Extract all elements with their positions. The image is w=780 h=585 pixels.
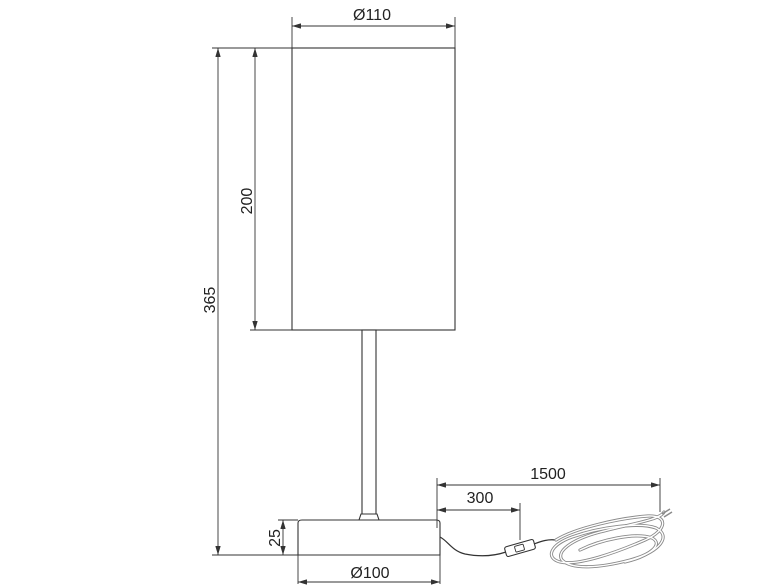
lampshade xyxy=(291,47,456,331)
lamp-stem xyxy=(361,329,377,516)
stem-collar xyxy=(358,513,380,521)
coil-inner-3 xyxy=(579,535,658,563)
dimension-total-height: 365 xyxy=(202,48,298,556)
cable-coil xyxy=(549,508,673,569)
switch-distance-label: 300 xyxy=(467,490,494,507)
inline-switch xyxy=(504,538,536,558)
cable-from-switch xyxy=(533,539,557,545)
shade-diameter-label: Ø110 xyxy=(353,7,391,24)
coil-inner-1 xyxy=(550,515,664,564)
cable-length-label: 1500 xyxy=(530,466,566,483)
lamp-body xyxy=(291,47,456,556)
shade-height-label: 200 xyxy=(239,188,256,215)
plug-end-icon xyxy=(661,508,673,518)
cable-to-switch xyxy=(439,536,507,557)
power-cable xyxy=(439,508,673,569)
dimension-shade-height: 200 xyxy=(212,47,292,331)
dimension-cable-length: 1500 xyxy=(437,466,661,512)
base-diameter-label: Ø100 xyxy=(350,565,389,582)
dimension-shade-diameter: Ø110 xyxy=(291,7,456,48)
dimension-base-height: 25 xyxy=(267,519,298,555)
dimension-base-diameter: Ø100 xyxy=(297,555,441,585)
base-height-label: 25 xyxy=(267,529,284,547)
total-height-label: 365 xyxy=(202,287,219,314)
dimension-switch-distance: 300 xyxy=(436,478,521,540)
switch-button xyxy=(514,543,525,553)
lamp-base xyxy=(297,519,441,556)
